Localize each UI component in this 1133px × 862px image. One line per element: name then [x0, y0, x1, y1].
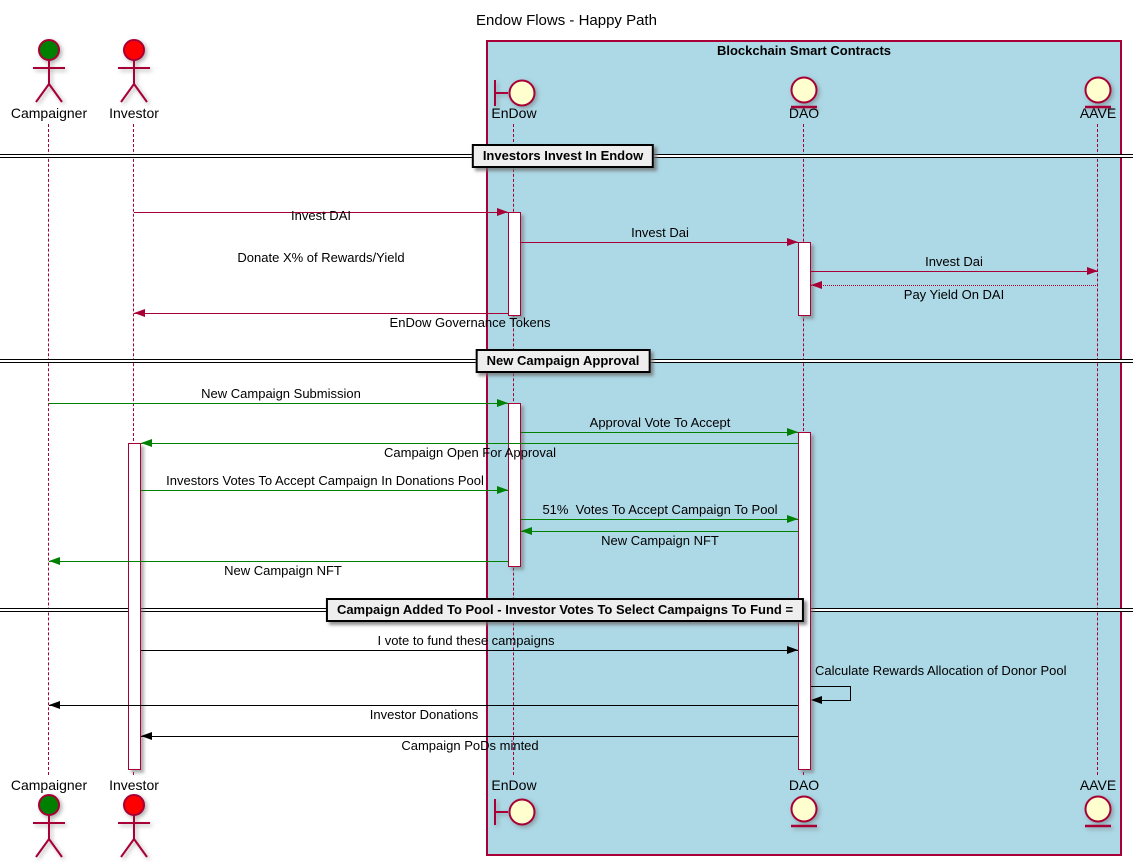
- participant-label-investor-bottom: Investor: [109, 777, 159, 793]
- message-label: Invest Dai: [925, 254, 983, 269]
- message-label-line1: Invest DAI: [291, 208, 351, 223]
- arrow-line: [49, 561, 508, 562]
- divider-campaign-added-to-pool: Campaign Added To Pool - Investor Votes …: [325, 598, 805, 622]
- arrow-line: [811, 271, 1098, 272]
- self-message-top-line: [811, 686, 850, 687]
- diagram-title: Endow Flows - Happy Path: [476, 12, 657, 29]
- arrowhead-left-icon: [141, 439, 152, 447]
- actor-icon-investor-bottom: [114, 793, 154, 862]
- arrowhead-left-icon: [134, 309, 145, 317]
- message-label: Invest DAI Donate X% of Rewards/Yield: [237, 181, 404, 293]
- participant-label-dao: DAO: [788, 105, 820, 121]
- arrowhead-left-icon: [141, 732, 152, 740]
- message-label: Pay Yield On DAI: [903, 287, 1005, 302]
- participant-label-aave: AAVE: [1079, 105, 1117, 121]
- arrow-line: [141, 443, 798, 444]
- arrowhead-right-icon: [1087, 267, 1098, 275]
- message-label: Investors Votes To Accept Campaign In Do…: [166, 473, 484, 488]
- participant-label-aave-bottom: AAVE: [1079, 777, 1117, 793]
- arrow-line-dotted: [811, 285, 1098, 286]
- arrowhead-right-icon: [787, 646, 798, 654]
- arrowhead-right-icon: [497, 399, 508, 407]
- arrow-line: [141, 490, 508, 491]
- arrow-line: [49, 705, 798, 706]
- participant-label-endow: EnDow: [491, 105, 537, 121]
- participant-label-campaigner: Campaigner: [10, 105, 88, 121]
- participant-label-investor: Investor: [109, 105, 159, 121]
- arrowhead-right-icon: [497, 208, 508, 216]
- self-message-bottom-line: [817, 700, 850, 701]
- participant-label-campaigner-bottom: Campaigner: [10, 777, 88, 793]
- boundary-icon-endow-bottom: [492, 795, 538, 834]
- arrowhead-right-icon: [497, 486, 508, 494]
- message-label: EnDow Governance Tokens: [389, 315, 551, 330]
- message-label: I vote to fund these campaigns: [377, 633, 555, 648]
- arrowhead-left-icon: [521, 527, 532, 535]
- self-message-right-line: [850, 686, 851, 701]
- entity-icon-dao: [788, 76, 820, 117]
- activation-bar-dao-1: [798, 242, 811, 316]
- entity-icon-aave-bottom: [1082, 795, 1114, 836]
- lifeline-campaigner: [48, 124, 49, 775]
- participant-label-endow-bottom: EnDow: [491, 777, 537, 793]
- activation-bar-endow-1: [508, 212, 521, 316]
- message-label: Calculate Rewards Allocation of Donor Po…: [815, 663, 1067, 678]
- arrowhead-left-icon: [49, 701, 60, 709]
- arrow-line: [49, 403, 508, 404]
- divider-investors-invest: Investors Invest In Endow: [471, 144, 655, 168]
- message-label: 51% Votes To Accept Campaign To Pool: [542, 502, 778, 517]
- message-label: New Campaign NFT: [601, 533, 719, 548]
- message-label: New Campaign Submission: [201, 386, 361, 401]
- message-label: New Campaign NFT: [224, 563, 342, 578]
- participant-label-dao-bottom: DAO: [788, 777, 820, 793]
- message-label: Invest Dai: [631, 225, 689, 240]
- message-label-line2: Donate X% of Rewards/Yield: [237, 250, 405, 265]
- entity-icon-aave: [1082, 76, 1114, 117]
- message-label: Approval Vote To Accept: [589, 415, 731, 430]
- arrowhead-left-icon: [811, 281, 822, 289]
- arrowhead-left-icon: [49, 557, 60, 565]
- arrow-line: [521, 519, 798, 520]
- entity-icon-dao-bottom: [788, 795, 820, 836]
- arrow-line: [521, 432, 798, 433]
- lifeline-aave: [1097, 124, 1098, 775]
- actor-icon-campaigner-bottom: [29, 793, 69, 862]
- activation-bar-investor: [128, 443, 141, 770]
- blockchain-box-title: Blockchain Smart Contracts: [716, 43, 892, 58]
- arrow-line: [141, 650, 798, 651]
- actor-icon-campaigner: [29, 38, 69, 111]
- arrowhead-right-icon: [787, 428, 798, 436]
- arrow-line: [141, 736, 798, 737]
- arrow-line: [521, 531, 798, 532]
- message-label: Campaign PoDs minted: [401, 738, 539, 753]
- arrow-line: [134, 313, 508, 314]
- arrow-line: [521, 242, 798, 243]
- message-label: Campaign Open For Approval: [384, 445, 556, 460]
- boundary-icon-endow: [492, 76, 538, 115]
- arrowhead-right-icon: [787, 515, 798, 523]
- arrowhead-right-icon: [787, 238, 798, 246]
- arrow-line: [134, 212, 508, 213]
- message-label: Investor Donations: [369, 707, 479, 722]
- divider-new-campaign-approval: New Campaign Approval: [475, 349, 651, 373]
- activation-bar-endow-2: [508, 403, 521, 567]
- arrowhead-left-icon: [811, 696, 822, 704]
- actor-icon-investor: [114, 38, 154, 111]
